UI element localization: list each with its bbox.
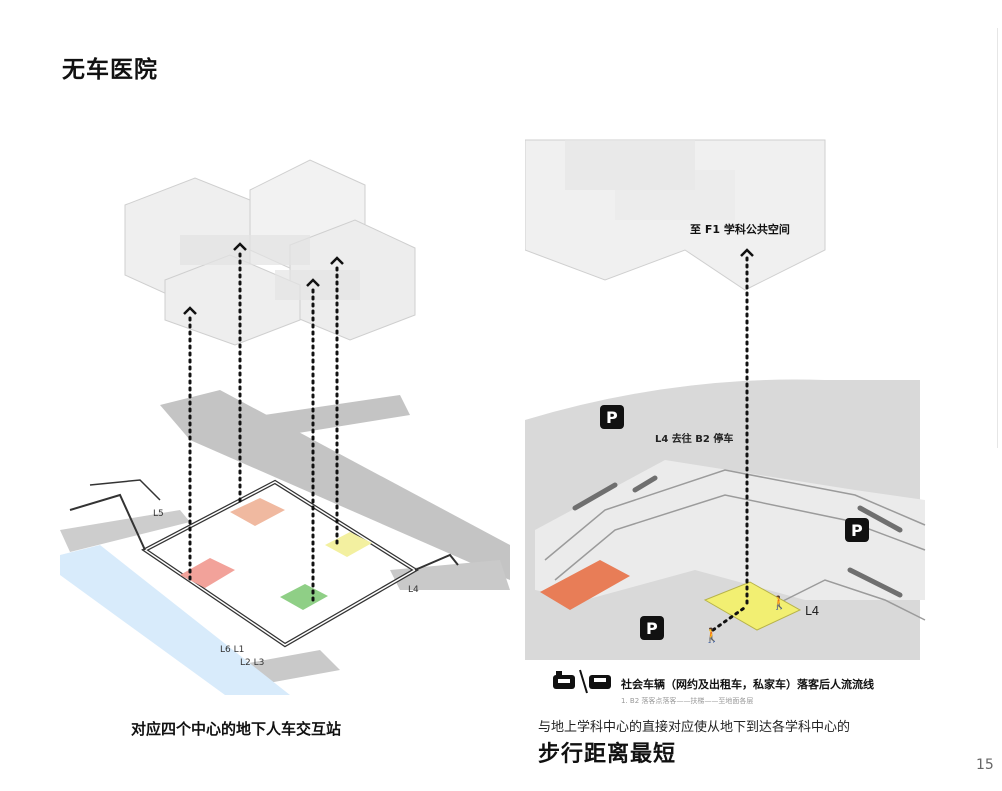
ground-plane bbox=[525, 379, 925, 660]
left-diagram-svg: L5 L4 L6 L1 L2 L3 bbox=[60, 159, 510, 695]
right-diagram-svg: 至 F1 学科公共空间 🚶 🚶 P P P L4 去往 B2 停车 L4 bbox=[524, 139, 926, 705]
vertical-connectors bbox=[188, 252, 339, 602]
svg-text:P: P bbox=[646, 619, 658, 638]
level-label-l4: L4 bbox=[408, 585, 419, 595]
page-title: 无车医院 bbox=[62, 57, 158, 83]
block-orange bbox=[540, 560, 630, 610]
legend-title: 社会车辆（网约及出租车，私家车）落客后人流流线 bbox=[620, 677, 874, 691]
right-caption-line1: 与地上学科中心的直接对应使从地下到达各学科中心的 bbox=[538, 720, 851, 735]
arrow-up-icon bbox=[306, 278, 320, 287]
arrow-up-icon bbox=[183, 306, 197, 315]
parking-badge: P bbox=[845, 518, 869, 542]
arrow-up-icon bbox=[233, 242, 247, 251]
page-number: 15 bbox=[976, 757, 994, 773]
pedestrian-flow-line-end bbox=[711, 604, 749, 632]
parking-direction-label: L4 去往 B2 停车 bbox=[655, 432, 733, 445]
arrow-destination-label: 至 F1 学科公共空间 bbox=[690, 222, 790, 236]
legend: 社会车辆（网约及出租车，私家车）落客后人流流线 1. B2 落客点落客——扶梯—… bbox=[553, 669, 874, 705]
building-mass bbox=[524, 139, 826, 291]
zone-green bbox=[280, 584, 328, 610]
dropoff-zones bbox=[180, 498, 372, 610]
arrow-up-icon bbox=[740, 248, 754, 257]
pedestrian-icon: 🚶 bbox=[771, 595, 787, 611]
road-dividers bbox=[572, 475, 903, 598]
underground-parking-frame bbox=[69, 479, 459, 648]
zone-orange bbox=[230, 498, 285, 526]
parking-badge: P bbox=[600, 405, 624, 429]
zone-yellow bbox=[325, 532, 372, 557]
vehicle-icon bbox=[553, 669, 611, 694]
level-label-l5: L5 bbox=[153, 509, 164, 519]
svg-text:P: P bbox=[851, 521, 863, 540]
svg-text:P: P bbox=[606, 408, 618, 427]
dropoff-block-yellow bbox=[703, 581, 802, 631]
water-strip bbox=[60, 545, 290, 695]
parking-badge: P bbox=[640, 616, 664, 640]
level-label-l4: L4 bbox=[805, 604, 819, 618]
left-caption: 对应四个中心的地下人车交互站 bbox=[130, 720, 341, 738]
building-cluster bbox=[124, 159, 416, 346]
zone-red bbox=[180, 558, 235, 588]
right-caption-line2: 步行距离最短 bbox=[538, 742, 677, 767]
level-label-l2-l3: L2 L3 bbox=[240, 658, 264, 668]
legend-subtitle: 1. B2 落客点落客——扶梯——至地面各层 bbox=[621, 696, 753, 705]
pedestrian-icon: 🚶 bbox=[703, 627, 720, 644]
arrow-up-icons bbox=[183, 242, 344, 315]
level-label-l6-l1: L6 L1 bbox=[220, 645, 244, 655]
arrow-up-icon bbox=[330, 256, 344, 265]
road-lanes bbox=[544, 469, 926, 621]
slide-edge-divider bbox=[997, 28, 998, 448]
right-diagram: 至 F1 学科公共空间 🚶 🚶 P P P L4 去往 B2 停车 L4 bbox=[524, 130, 930, 710]
left-diagram: L5 L4 L6 L1 L2 L3 bbox=[60, 150, 510, 695]
